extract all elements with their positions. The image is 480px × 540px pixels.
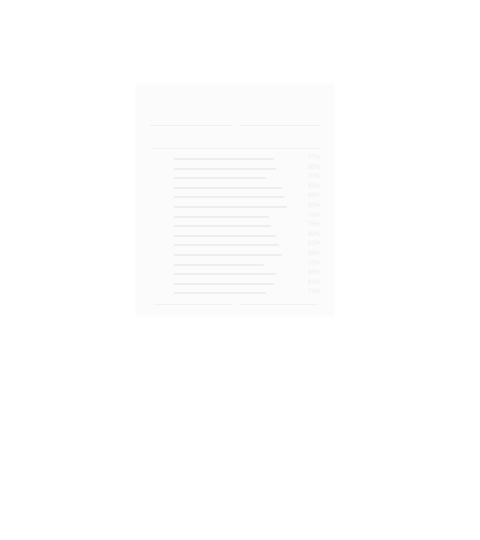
divider bbox=[239, 124, 320, 126]
list-item: 80% bbox=[152, 164, 320, 174]
row-bar bbox=[174, 215, 269, 218]
row-bar bbox=[174, 234, 276, 237]
row-percent: 79% bbox=[307, 212, 320, 219]
list-item: 79% bbox=[152, 212, 320, 222]
row-percent: 74% bbox=[307, 289, 320, 296]
list-item: 70% bbox=[152, 173, 320, 183]
list-item: 89% bbox=[152, 192, 320, 202]
row-percent: 80% bbox=[307, 231, 320, 238]
row-bar bbox=[174, 263, 264, 266]
row-percent: 90% bbox=[307, 202, 320, 209]
row-percent: 88% bbox=[307, 250, 320, 257]
faded-document: 77% 80% 70% 85% 89% 90% 79% 75% 80% 82% 88% 70% 85% 8… bbox=[136, 84, 334, 316]
list-item: 88% bbox=[152, 250, 320, 260]
row-bar bbox=[174, 186, 282, 189]
list-item: 80% bbox=[152, 231, 320, 241]
row-bar bbox=[174, 158, 274, 160]
header-divider bbox=[152, 148, 320, 149]
row-percent: 85% bbox=[307, 183, 320, 190]
row-bar bbox=[174, 253, 282, 256]
row-bar bbox=[174, 196, 284, 199]
row-bar bbox=[174, 282, 274, 285]
row-percent: 89% bbox=[307, 193, 320, 200]
row-bar bbox=[174, 205, 287, 208]
row-bar bbox=[174, 292, 266, 295]
row-percent: 81% bbox=[307, 279, 320, 286]
row-percent: 77% bbox=[307, 155, 320, 161]
row-percent: 75% bbox=[307, 222, 320, 229]
list-item: 70% bbox=[152, 260, 320, 270]
list-item: 77% bbox=[152, 154, 320, 164]
divider bbox=[154, 303, 232, 305]
footer-row bbox=[154, 300, 318, 308]
percent-list: 77% 80% 70% 85% 89% 90% 79% 75% 80% 82% 88% 70% 85% 8… bbox=[152, 154, 320, 298]
list-item: 75% bbox=[152, 221, 320, 231]
divider bbox=[150, 124, 231, 126]
list-item: 85% bbox=[152, 269, 320, 279]
divider bbox=[240, 303, 318, 305]
row-percent: 70% bbox=[307, 174, 320, 181]
list-item: 74% bbox=[152, 288, 320, 298]
document-logo bbox=[178, 92, 290, 114]
row-percent: 80% bbox=[307, 164, 320, 171]
row-percent: 82% bbox=[307, 241, 320, 248]
row-bar bbox=[174, 273, 276, 276]
list-item: 85% bbox=[152, 183, 320, 193]
row-bar bbox=[174, 167, 276, 170]
row-bar bbox=[174, 177, 266, 180]
subtitle-row bbox=[150, 120, 320, 130]
row-bar bbox=[174, 225, 271, 228]
row-percent: 85% bbox=[307, 270, 320, 277]
list-item: 90% bbox=[152, 202, 320, 212]
row-percent: 70% bbox=[307, 260, 320, 267]
list-item: 81% bbox=[152, 279, 320, 289]
row-bar bbox=[174, 244, 279, 247]
list-item: 82% bbox=[152, 240, 320, 250]
